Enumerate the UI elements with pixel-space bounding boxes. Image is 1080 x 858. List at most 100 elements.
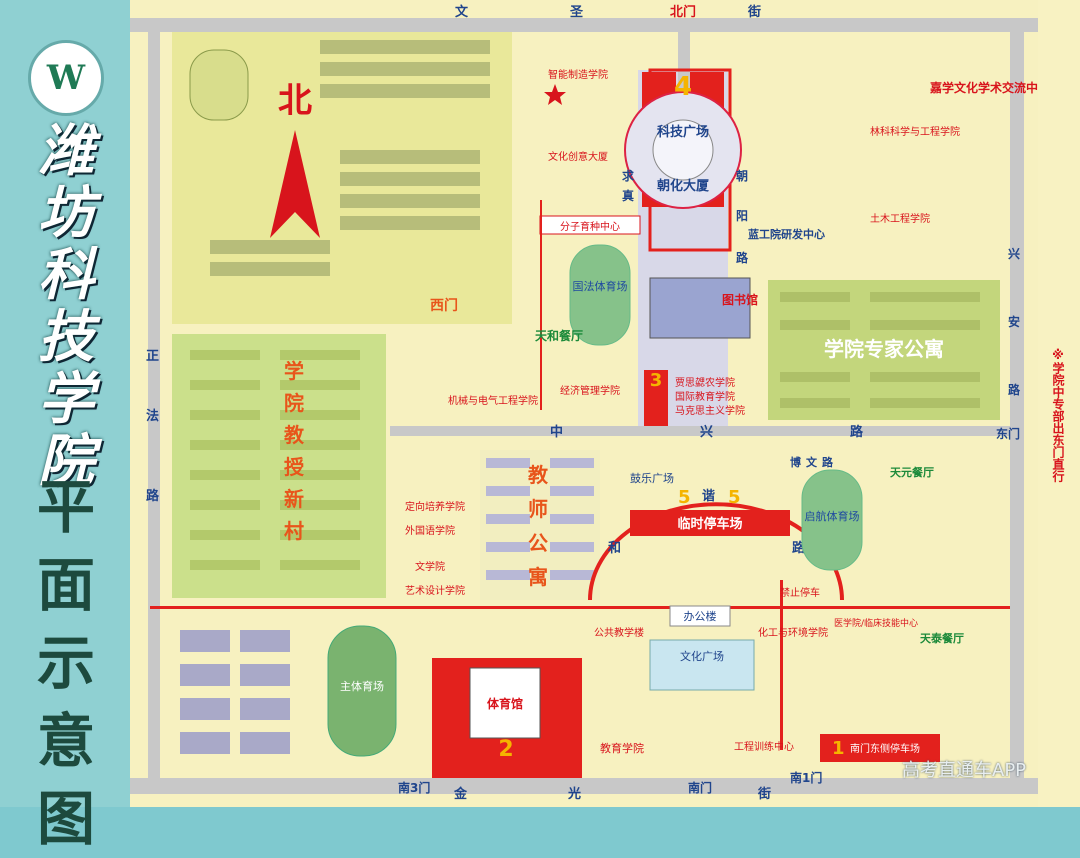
main-field (327, 625, 397, 757)
zhongxing-road-label: 中 兴 路 (550, 424, 864, 440)
south1-gate-label: 南1门 (790, 770, 822, 785)
parking-5-number-left: 5 (678, 487, 691, 508)
art-design-label: 艺术设计学院 (405, 584, 465, 597)
tianhe-canteen-label: 天和餐厅 (535, 328, 583, 343)
liberal-arts-label: 文学院 (415, 560, 445, 573)
map-title-char: 示 (36, 629, 95, 697)
economics-label: 经济管理学院 (560, 384, 620, 397)
southwest-dorm-blocks (180, 630, 290, 754)
parking-4-number: 4 (674, 72, 692, 102)
office-label: 办公楼 (684, 609, 717, 623)
east-gate-label: 东门 (996, 426, 1020, 441)
star-marker-icon (544, 84, 566, 105)
culture-plaza-label: 文化广场 (680, 649, 724, 663)
south-gate-label: 南门 (688, 780, 712, 795)
logo-letter: W (46, 58, 86, 98)
zhengfa-road (148, 30, 160, 790)
forestry-label: 林科科学与工程学院 (870, 125, 960, 138)
jiaxue-center-label: 嘉学文化学术交流中心 (929, 80, 1038, 95)
lanzhou-canteen-label: 天元餐厅 (890, 465, 934, 479)
title-panel: W 潍 坊 科 技 学 院 平 面 示 意 图 (0, 0, 130, 853)
guofa-field-label: 国法体育场 (573, 279, 628, 293)
road-char: 求 (622, 168, 635, 183)
school-name-char: 院 (38, 428, 94, 494)
road-char: 街 (757, 786, 771, 802)
no-parking-label: 禁止停车 (780, 586, 820, 599)
lanjie-research-label: 蓝工院研发中心 (748, 227, 825, 241)
west-red-route (540, 200, 542, 410)
cultural-creative-label: 文化创意大厦 (548, 150, 608, 163)
parking-3-number: 3 (650, 370, 663, 391)
road-char: 阳 (736, 208, 748, 223)
peace-plaza-label: 鼓乐广场 (630, 471, 674, 485)
parking-5-number-right: 5 (728, 487, 741, 508)
parking-3-area (644, 370, 668, 426)
road-char: 朝 (736, 168, 748, 183)
guofa-field (569, 244, 631, 346)
road-char: 路 (1008, 382, 1021, 397)
teacher-apartment-blocks (486, 458, 594, 580)
school-name-char: 潍 (38, 118, 94, 184)
parking-1-number: 1 (832, 738, 845, 759)
right-note-strip: ※学院中专部出东门直行 (1038, 0, 1080, 807)
professors-village-char: 院 (284, 391, 304, 415)
road-char: 圣 (570, 5, 584, 20)
wensheng-street-label: 文 圣 街 (455, 4, 761, 20)
professors-village-area (172, 334, 386, 598)
parking-1-area (820, 734, 940, 762)
molecule-center-label: 分子育种中心 (560, 220, 620, 233)
library-label: 图书馆 (722, 292, 758, 307)
parking-5-label: 临时停车场 (677, 516, 742, 532)
north-arrow-icon (270, 130, 320, 238)
zhongxing-road (390, 426, 1010, 436)
ai-college-label: 智能制造学院 (548, 68, 608, 81)
chaoyang-road-label: 朝 阳 路 (736, 168, 749, 265)
jinguang-street-label: 金 光 街 (453, 786, 771, 802)
road-char: 法 (146, 408, 159, 424)
gymnasium-label: 体育馆 (487, 696, 523, 711)
culture-plaza (649, 639, 755, 691)
professors-village-char: 学 (284, 359, 304, 383)
mech-elec-label: 机械与电气工程学院 (448, 394, 538, 407)
office-building (669, 605, 731, 627)
teacher-apartment-char: 教 (528, 463, 549, 487)
teacher-apartment-char: 寓 (528, 565, 548, 589)
map-title-vertical: 平 面 示 意 图 (18, 468, 114, 858)
east-exit-note: ※学院中专部出东门直行 (1051, 348, 1065, 482)
medical-label: 医学院/临床技能中心 (834, 617, 918, 629)
east-red-route (780, 580, 783, 750)
campus-map-svg: 北 学 院 教 授 新 村 (130, 0, 1038, 807)
public-teaching-label: 公共教学楼 (594, 626, 644, 639)
road-char: 兴 (1008, 246, 1020, 261)
intl-edu-label: 国际教育学院 (675, 390, 735, 403)
civil-eng-label: 土木工程学院 (870, 212, 930, 225)
road-char: 正 (146, 349, 159, 364)
education-college-label: 教育学院 (600, 741, 644, 755)
jinguang-street-road (130, 778, 1038, 794)
professors-village-label: 学 院 教 授 新 村 (284, 359, 305, 543)
south-red-route (150, 606, 1010, 609)
zhengfa-road-label: 正 法 路 (146, 349, 160, 504)
experts-apartment-label: 学院专家公寓 (824, 337, 944, 361)
jiasi-label: 贾思勰农学院 (675, 376, 735, 389)
experts-apartment-area (768, 280, 1000, 420)
tech-plaza-inner (652, 119, 714, 181)
south3-gate-label: 南3门 (398, 780, 430, 795)
campus-map: 北 学 院 教 授 新 村 (130, 0, 1038, 807)
northwest-residential-blocks (210, 40, 490, 276)
school-name-char: 科 (38, 242, 94, 308)
east-canteen-label: 天泰餐厅 (920, 631, 964, 645)
north-gate-label: 北门 (670, 4, 696, 20)
school-logo: W (28, 40, 104, 116)
school-name-char: 技 (38, 304, 94, 370)
professors-village-char: 教 (284, 423, 305, 447)
experts-apartment-blocks (780, 292, 980, 408)
road-char: 路 (850, 424, 864, 440)
professors-village-char: 新 (284, 487, 304, 511)
professors-village-char: 村 (284, 519, 304, 543)
road-char: 博 (790, 455, 801, 469)
map-title-char: 图 (36, 785, 95, 853)
qihang-field-label: 启航体育场 (805, 509, 860, 523)
marxism-label: 马克思主义学院 (675, 404, 745, 417)
